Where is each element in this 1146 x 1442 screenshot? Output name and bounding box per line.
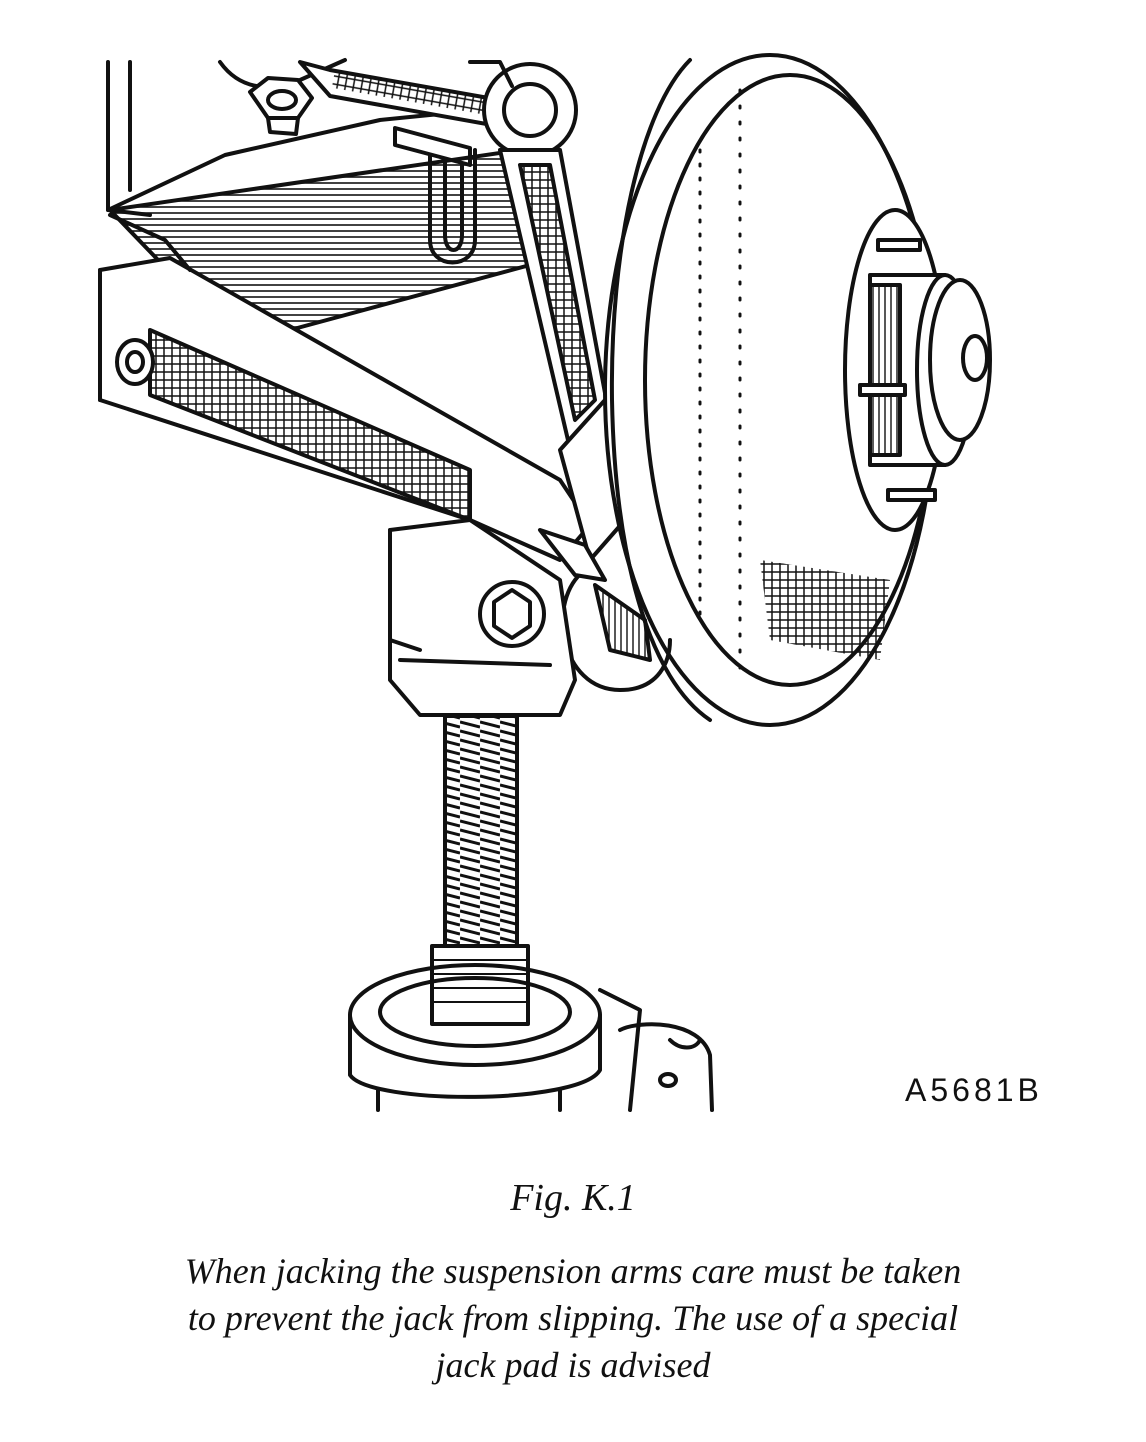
upper-ball-joint [468, 60, 578, 158]
top-nut [248, 76, 314, 136]
jack-base [348, 963, 714, 1112]
figure-label: Fig. K.1 [510, 1177, 636, 1219]
plate-reference-number: A5681B [905, 1072, 1043, 1108]
suspension-jacking-illustration [98, 53, 992, 1112]
caption-line: jack pad is advised [435, 1345, 711, 1385]
caption-line: When jacking the suspension arms care mu… [184, 1251, 962, 1291]
figure-caption: When jacking the suspension arms care mu… [70, 1248, 1076, 1389]
lower-suspension-arm [98, 213, 592, 562]
brake-drum [603, 53, 937, 727]
lower-fulcrum-block [388, 518, 577, 717]
caption-line: to prevent the jack from slipping. The u… [187, 1298, 959, 1338]
hub-cap [843, 208, 992, 532]
